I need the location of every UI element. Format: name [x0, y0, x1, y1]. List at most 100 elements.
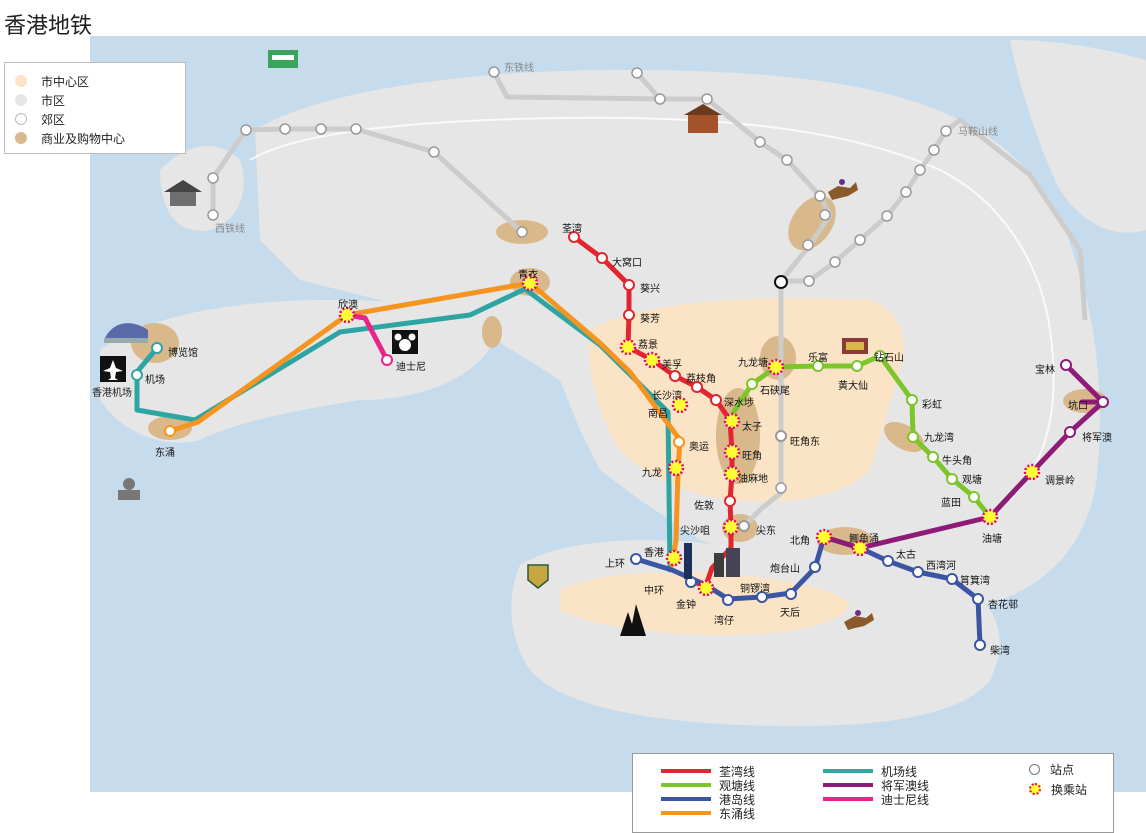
- station-hang-hau[interactable]: 坑口: [1068, 396, 1109, 412]
- station-marker[interactable]: [874, 350, 886, 362]
- station-tsing-yi[interactable]: 青衣: [518, 268, 539, 292]
- station-tai-wo-hau[interactable]: 大窝口: [596, 252, 642, 269]
- station-diamond-hill[interactable]: 钻石山: [874, 350, 904, 364]
- station-marker[interactable]: [596, 252, 608, 264]
- station-marker[interactable]: [851, 360, 863, 372]
- station-marker[interactable]: [809, 561, 821, 573]
- interchange-marker[interactable]: [697, 579, 715, 597]
- station-tsim-sha-tsui[interactable]: 尖沙咀: [680, 518, 740, 537]
- station-marker[interactable]: [381, 354, 393, 366]
- interchange-marker[interactable]: [643, 351, 661, 369]
- station-marker[interactable]: [812, 360, 824, 372]
- station-chai-wan[interactable]: 柴湾: [974, 639, 1010, 657]
- station-tiu-keng-leng[interactable]: 调景岭: [1023, 463, 1075, 487]
- station-tseung-kwan-o[interactable]: 将军澳: [1064, 426, 1112, 444]
- interchange-marker[interactable]: [815, 528, 833, 546]
- station-ngau-tau-kok[interactable]: 牛头角: [927, 451, 972, 467]
- station-choi-hung[interactable]: 彩虹: [906, 394, 942, 411]
- station-marker[interactable]: [691, 381, 703, 393]
- station-marker[interactable]: [756, 591, 768, 603]
- interchange-marker[interactable]: [338, 306, 356, 324]
- station-lok-fu[interactable]: 乐富: [808, 351, 828, 372]
- station-admiralty[interactable]: 金钟: [676, 579, 715, 611]
- station-marker[interactable]: [968, 491, 980, 503]
- interchange-marker[interactable]: [1023, 463, 1041, 481]
- station-marker[interactable]: [669, 370, 681, 382]
- station-quarry-bay[interactable]: 鲗鱼涌: [849, 532, 879, 557]
- station-asiaworld[interactable]: 博览馆: [151, 342, 198, 359]
- interchange-marker[interactable]: [981, 508, 999, 526]
- station-marker[interactable]: [1097, 396, 1109, 408]
- station-kwai-hing[interactable]: 葵兴: [623, 279, 660, 295]
- station-marker[interactable]: [906, 394, 918, 406]
- station-olympic[interactable]: 奥运: [673, 436, 709, 453]
- station-marker[interactable]: [974, 639, 986, 651]
- interchange-marker[interactable]: [619, 338, 637, 356]
- interchange-marker[interactable]: [667, 459, 685, 477]
- station-marker[interactable]: [131, 369, 143, 381]
- station-sham-shui-po[interactable]: 深水埗: [710, 394, 754, 409]
- interchange-marker[interactable]: [671, 396, 689, 414]
- station-shek-kip-mei[interactable]: 石硖尾: [746, 378, 790, 397]
- station-marker[interactable]: [623, 309, 635, 321]
- station-tai-koo[interactable]: 太古: [882, 548, 916, 567]
- station-lai-chi-kok[interactable]: 荔枝角: [669, 370, 716, 385]
- station-wong-tai-sin[interactable]: 黄大仙: [838, 360, 868, 392]
- station-jordan[interactable]: 佐敦: [694, 495, 736, 512]
- interchange-marker[interactable]: [723, 443, 741, 461]
- station-marker[interactable]: [907, 431, 919, 443]
- station-hong-kong[interactable]: 香港: [644, 547, 683, 567]
- station-lai-king[interactable]: 荔景: [619, 338, 658, 356]
- station-central[interactable]: 中环: [644, 576, 697, 597]
- station-marker[interactable]: [164, 425, 176, 437]
- station-mong-kok-east[interactable]: 旺角东: [775, 430, 820, 448]
- station-causeway-bay[interactable]: 铜锣湾: [740, 582, 770, 603]
- station-marker[interactable]: [1060, 359, 1072, 371]
- station-marker[interactable]: [1064, 426, 1076, 438]
- station-shau-kei-wan[interactable]: 筲箕湾: [946, 573, 990, 587]
- station-lam-tin[interactable]: 蓝田: [941, 491, 980, 509]
- interchange-marker[interactable]: [851, 539, 869, 557]
- interchange-marker[interactable]: [723, 465, 741, 483]
- interchange-marker[interactable]: [521, 274, 539, 292]
- tung-chung-line[interactable]: [167, 280, 683, 568]
- interchange-marker[interactable]: [722, 518, 740, 536]
- station-tin-hau[interactable]: 天后: [780, 588, 800, 619]
- station-prince-edward[interactable]: 太子: [723, 412, 762, 433]
- station-marker[interactable]: [912, 566, 924, 578]
- station-marker[interactable]: [623, 279, 635, 291]
- station-airport[interactable]: 机场: [131, 369, 165, 386]
- station-marker[interactable]: [946, 473, 958, 485]
- station-marker[interactable]: [151, 342, 163, 354]
- station-north-point[interactable]: 北角: [790, 528, 833, 547]
- station-marker[interactable]: [785, 588, 797, 600]
- station-nam-cheong[interactable]: 南昌: [648, 396, 689, 420]
- station-kowloon[interactable]: 九龙: [642, 459, 685, 479]
- station-marker[interactable]: [722, 594, 734, 606]
- station-marker[interactable]: [568, 231, 580, 243]
- station-east-tst[interactable]: 尖东: [738, 520, 776, 537]
- station-kwun-tong[interactable]: 观塘: [946, 473, 982, 486]
- station-cheung-sha-wan[interactable]: 长沙湾: [652, 381, 703, 402]
- station-po-lam[interactable]: 宝林: [1035, 359, 1072, 376]
- station-heng-fa-chuen[interactable]: 杏花邨: [972, 593, 1018, 611]
- station-marker[interactable]: [630, 553, 642, 565]
- interchange-marker[interactable]: [767, 358, 785, 376]
- station-tung-chung[interactable]: 东涌: [155, 425, 176, 459]
- station-kowloon-bay[interactable]: 九龙湾: [907, 431, 954, 444]
- station-marker[interactable]: [775, 430, 787, 442]
- station-marker[interactable]: [972, 593, 984, 605]
- station-yau-tong[interactable]: 油塘: [981, 508, 1002, 545]
- station-marker[interactable]: [927, 451, 939, 463]
- station-marker[interactable]: [724, 495, 736, 507]
- station-disneyland[interactable]: 迪士尼: [381, 354, 426, 373]
- station-marker[interactable]: [738, 520, 750, 532]
- station-mei-foo[interactable]: 美孚: [643, 351, 682, 371]
- station-marker[interactable]: [673, 436, 685, 448]
- station-marker[interactable]: [710, 394, 722, 406]
- interchange-marker[interactable]: [723, 412, 741, 430]
- station-sunny-bay[interactable]: 欣澳: [338, 298, 358, 324]
- station-tsuen-wan[interactable]: 荃湾: [562, 222, 582, 243]
- station-marker[interactable]: [746, 378, 758, 390]
